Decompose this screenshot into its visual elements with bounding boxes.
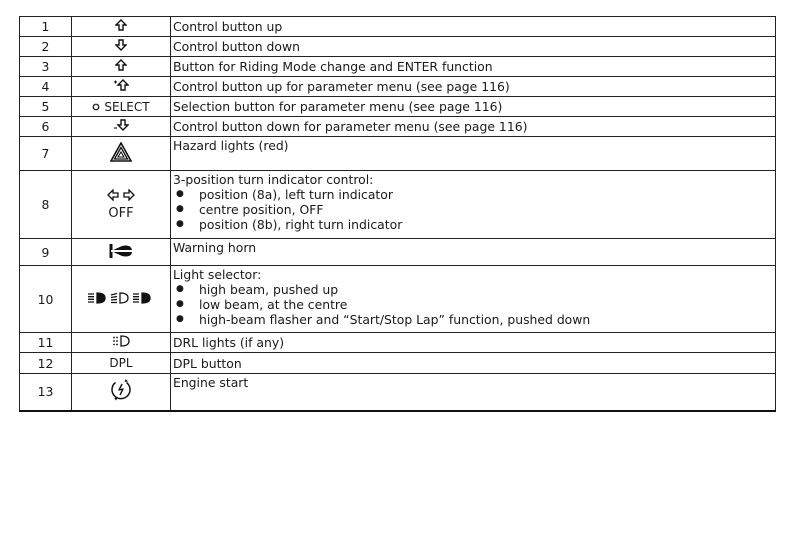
row-number: 10 bbox=[19, 265, 72, 333]
row-description: Hazard lights (red) bbox=[170, 136, 776, 171]
row-number: 13 bbox=[19, 373, 72, 412]
table-row: 11 DRL lights (if any) bbox=[19, 332, 776, 353]
row-description: Control button up for parameter menu (se… bbox=[170, 76, 776, 97]
row-number: 1 bbox=[19, 16, 72, 37]
row-number: 5 bbox=[19, 96, 72, 117]
row-number: 8 bbox=[19, 170, 72, 239]
table-row: 10 Light selector: bbox=[19, 265, 776, 333]
bullet-list: position (8a), left turn indicator centr… bbox=[173, 187, 775, 232]
param-up-icon bbox=[114, 79, 130, 91]
row-number: 6 bbox=[19, 116, 72, 137]
row-description: Engine start bbox=[170, 373, 776, 412]
drl-icon bbox=[113, 335, 130, 347]
turn-indicator-arrows-icon bbox=[107, 187, 135, 202]
circle-icon bbox=[93, 103, 100, 110]
list-item: position (8a), left turn indicator bbox=[173, 187, 775, 202]
table-row: 9 Warning horn bbox=[19, 238, 776, 266]
row-number: 9 bbox=[19, 238, 72, 266]
row-description: Light selector: bbox=[173, 267, 262, 282]
bullet-list: high beam, pushed up low beam, at the ce… bbox=[173, 282, 775, 327]
row-number: 3 bbox=[19, 56, 72, 77]
off-label: OFF bbox=[108, 205, 134, 221]
row-description: Control button down bbox=[170, 36, 776, 57]
horn-icon bbox=[109, 243, 132, 258]
row-description: Control button up bbox=[170, 16, 776, 37]
table-row: 3 Button for Riding Mode change and ENTE… bbox=[19, 56, 776, 77]
row-description: Button for Riding Mode change and ENTER … bbox=[170, 56, 776, 77]
engine-start-icon bbox=[111, 379, 131, 401]
table-row: 8 OFF 3-position turn indicator control:… bbox=[19, 170, 776, 239]
table-row: 4 Control button up for parameter menu (… bbox=[19, 76, 776, 97]
row-number: 12 bbox=[19, 352, 72, 374]
select-symbol-label: SELECT bbox=[104, 99, 150, 114]
list-item: low beam, at the centre bbox=[173, 297, 775, 312]
arrow-up-icon bbox=[114, 19, 128, 31]
table-row: 6 Control button down for parameter menu… bbox=[19, 116, 776, 137]
controls-table: 1 Control button up 2 Control button dow… bbox=[19, 16, 776, 412]
table-row: 7 Hazard lights (red) bbox=[19, 136, 776, 171]
table-row: 5 SELECT Selection button for parameter … bbox=[19, 96, 776, 117]
table-row: 12 DPL DPL button bbox=[19, 352, 776, 374]
row-number: 2 bbox=[19, 36, 72, 57]
list-item: centre position, OFF bbox=[173, 202, 775, 217]
row-number: 11 bbox=[19, 332, 72, 353]
table-row: 2 Control button down bbox=[19, 36, 776, 57]
row-number: 7 bbox=[19, 136, 72, 171]
table-row: 1 Control button up bbox=[19, 16, 776, 37]
row-description: 3-position turn indicator control: bbox=[173, 172, 374, 187]
row-description: Selection button for parameter menu (see… bbox=[170, 96, 776, 117]
hazard-triangle-icon bbox=[109, 141, 133, 162]
dpl-symbol-label: DPL bbox=[109, 356, 133, 370]
row-description: DPL button bbox=[170, 352, 776, 374]
table-row: 13 Engine start bbox=[19, 373, 776, 412]
row-description: Control button down for parameter menu (… bbox=[170, 116, 776, 137]
list-item: high beam, pushed up bbox=[173, 282, 775, 297]
list-item: position (8b), right turn indicator bbox=[173, 217, 775, 232]
arrow-down-icon bbox=[114, 39, 128, 51]
param-down-icon bbox=[114, 119, 130, 131]
arrow-up-icon bbox=[114, 59, 128, 71]
row-description: Warning horn bbox=[170, 238, 776, 266]
list-item: high-beam flasher and “Start/Stop Lap” f… bbox=[173, 312, 775, 327]
row-description: DRL lights (if any) bbox=[170, 332, 776, 353]
beam-selector-icon bbox=[88, 291, 151, 304]
row-number: 4 bbox=[19, 76, 72, 97]
